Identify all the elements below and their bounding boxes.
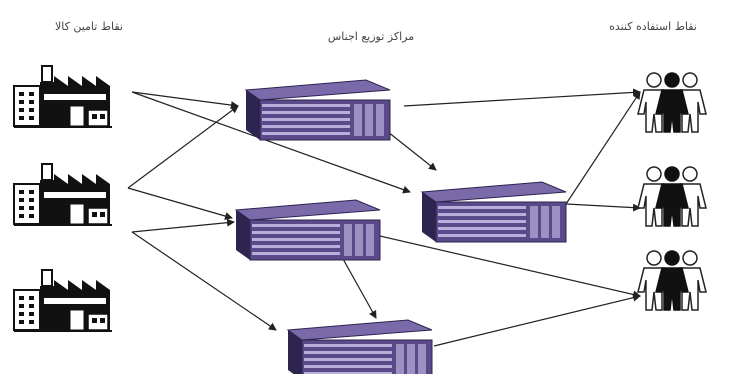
- distribution-center-icon: [286, 319, 433, 374]
- customer-group-icon: [637, 250, 707, 311]
- customers-column-title: نقاط استفاده کننده: [609, 20, 697, 33]
- flow-arrow: [131, 231, 277, 331]
- distribution-center-icon: [234, 199, 381, 261]
- flow-arrow: [337, 249, 377, 319]
- customer-group-icon: [637, 166, 707, 227]
- flow-arrow: [379, 235, 641, 299]
- flow-arrow: [387, 131, 437, 171]
- flow-arrow: [127, 187, 233, 220]
- distribution-center-icon: [244, 79, 391, 141]
- flow-arrow: [127, 105, 239, 189]
- flow-arrows: [127, 88, 641, 347]
- distribution-centers-column-title: مراکز توزیع اجناس: [327, 30, 415, 43]
- suppliers-column-title: نقاط تامین کالا: [54, 20, 123, 33]
- flow-arrow: [403, 88, 641, 107]
- flow-arrow: [565, 203, 641, 212]
- factory-icon: [13, 163, 112, 226]
- nodes: [13, 65, 707, 374]
- factory-icon: [13, 65, 112, 128]
- flow-arrow: [131, 91, 411, 194]
- flow-arrow: [565, 91, 641, 205]
- flow-arrow: [131, 91, 239, 110]
- customer-group-icon: [637, 72, 707, 133]
- distribution-center-icon: [420, 181, 567, 243]
- factory-icon: [13, 269, 112, 332]
- flow-arrow: [433, 293, 641, 347]
- flow-arrow: [131, 218, 235, 233]
